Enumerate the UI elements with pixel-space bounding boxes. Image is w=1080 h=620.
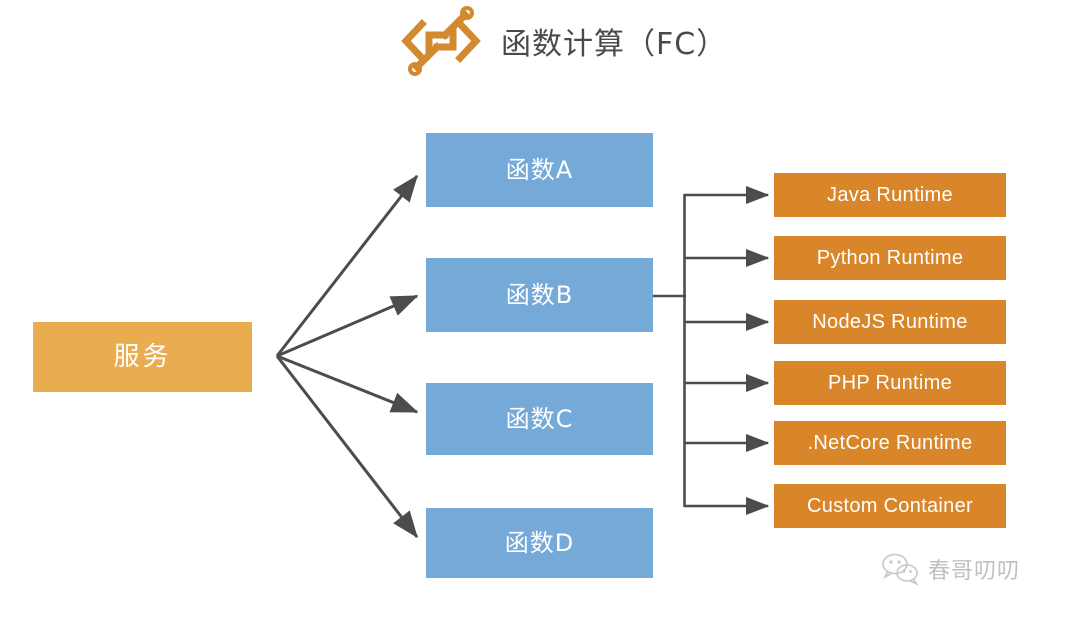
function-box-b[interactable]: 函数B xyxy=(426,258,653,332)
page-title: 函数计算（FC） xyxy=(501,27,728,62)
runtime-box-php[interactable]: PHP Runtime xyxy=(774,361,1006,405)
function-box-a[interactable]: 函数A xyxy=(426,133,653,207)
function-box-b-label: 函数B xyxy=(505,280,574,309)
runtime-box-custom-container-label: Custom Container xyxy=(807,495,973,517)
wechat-icon xyxy=(882,553,919,586)
runtime-box-nodejs[interactable]: NodeJS Runtime xyxy=(774,300,1006,344)
runtime-box-nodejs-label: NodeJS Runtime xyxy=(812,311,968,333)
fc-code-brackets-icon xyxy=(401,6,481,76)
function-box-a-label: 函数A xyxy=(505,155,574,184)
watermark-text: 春哥叨叨 xyxy=(928,559,1021,584)
service-to-functions-arrows xyxy=(275,174,419,539)
arrow-service-to-function-a xyxy=(275,174,419,357)
runtime-box-netcore[interactable]: .NetCore Runtime xyxy=(774,421,1006,465)
function-box-d[interactable]: 函数D xyxy=(426,508,653,578)
arrow-service-to-function-b xyxy=(276,294,419,358)
runtime-box-php-label: PHP Runtime xyxy=(827,372,953,394)
function-box-c[interactable]: 函数C xyxy=(426,383,653,455)
runtime-box-python[interactable]: Python Runtime xyxy=(774,236,1006,280)
watermark: 春哥叨叨 xyxy=(880,552,1020,586)
service-box-label: 服务 xyxy=(113,341,172,372)
runtime-box-java[interactable]: Java Runtime xyxy=(774,173,1006,217)
function-box-d-label: 函数D xyxy=(504,528,575,557)
runtime-box-custom-container[interactable]: Custom Container xyxy=(774,484,1006,528)
diagram-header: 函数计算（FC） xyxy=(395,6,727,76)
runtime-box-netcore-label: .NetCore Runtime xyxy=(807,432,973,454)
arrow-service-to-function-c xyxy=(276,354,419,414)
trunk-to-runtimes-arrows xyxy=(684,185,770,516)
service-box[interactable]: 服务 xyxy=(33,322,252,392)
runtime-box-python-label: Python Runtime xyxy=(816,247,964,269)
function-box-c-label: 函数C xyxy=(505,404,574,433)
arrow-service-to-function-d xyxy=(275,355,419,539)
runtime-box-java-label: Java Runtime xyxy=(827,184,953,206)
